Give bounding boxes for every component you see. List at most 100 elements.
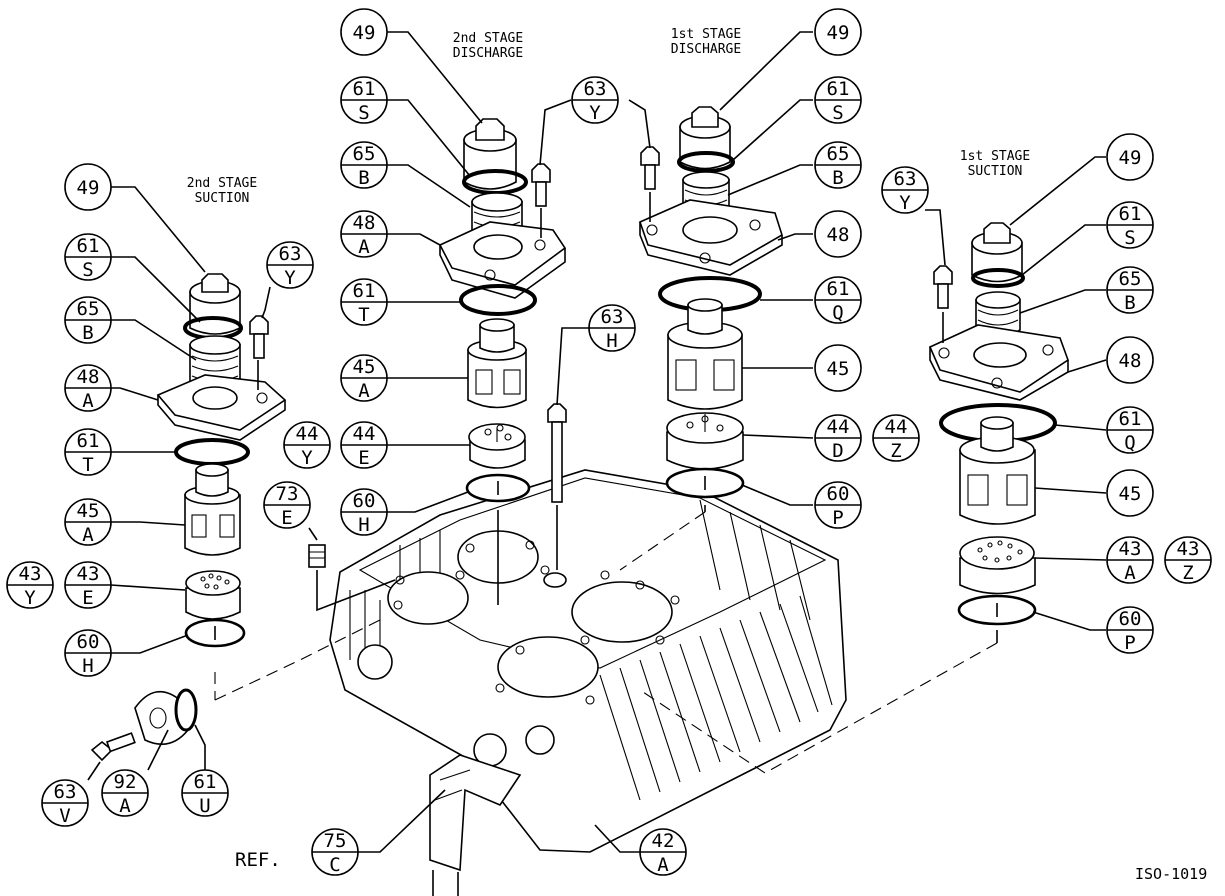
callout-letter: Y [589, 102, 601, 124]
callout-number: 60 [1119, 608, 1142, 630]
callout-number: 65 [827, 143, 850, 165]
callout-letter: B [832, 167, 843, 189]
callout-number: 75 [324, 830, 347, 852]
callout-letter: Q [832, 302, 843, 324]
callout-number: 61 [353, 280, 376, 302]
callout-number: 61 [194, 771, 217, 793]
stack-2nd-discharge [438, 118, 567, 605]
callout-number: 49 [1119, 147, 1142, 169]
callout-number: 44 [296, 423, 319, 445]
callout-65b-b: 65B [340, 141, 388, 189]
bolt-63y-mid [531, 163, 551, 238]
callout-number: 65 [353, 143, 376, 165]
callout-45-c: 45 [814, 344, 862, 392]
callout-letter: D [832, 440, 843, 462]
stack-1st-suction [639, 222, 1069, 774]
callout-number: 44 [885, 416, 908, 438]
callout-number: 43 [1177, 538, 1200, 560]
callout-letter: Y [24, 587, 36, 609]
callout-circle [814, 210, 862, 258]
callout-60h-a: 60H [64, 629, 112, 677]
callout-number: 43 [1119, 538, 1142, 560]
lbl-2nd-discharge-line-1: 2nd STAGE [453, 31, 523, 46]
callout-letter: Q [1124, 432, 1135, 454]
callout-number: 92 [114, 771, 137, 793]
lbl-2nd-suction-line-2: SUCTION [195, 191, 250, 206]
callout-61t-a: 61T [64, 428, 112, 476]
callout-letter: A [1124, 562, 1136, 584]
callout-number: 48 [353, 212, 376, 234]
callout-61s-a: 61S [64, 233, 112, 281]
callout-circle [1106, 336, 1154, 384]
callout-number: 48 [77, 366, 100, 388]
side-fitting [90, 688, 198, 762]
callout-65b-d: 65B [1106, 266, 1154, 314]
cylinder-head [329, 469, 847, 853]
callout-number: 63 [601, 306, 624, 328]
callout-42a: 42A [639, 828, 687, 876]
drawing-id: ISO-1019 [1135, 865, 1207, 883]
callout-number: 61 [827, 278, 850, 300]
callout-number: 45 [827, 358, 850, 380]
callout-48a-b: 48A [340, 210, 388, 258]
callout-92a: 92A [101, 769, 149, 817]
callout-49-a: 49 [64, 163, 112, 211]
callout-number: 63 [54, 781, 77, 803]
section-labels: 2nd STAGE SUCTION 2nd STAGE DISCHARGE 1s… [187, 27, 1207, 883]
callout-number: 73 [276, 483, 299, 505]
callout-letter: S [1124, 227, 1135, 249]
callout-number: 48 [1119, 350, 1142, 372]
callout-63y-a: 63Y [266, 241, 314, 289]
callout-letter: B [1124, 292, 1135, 314]
callout-60p-d: 60P [1106, 606, 1154, 654]
callout-circle [1106, 133, 1154, 181]
callout-letter: Y [284, 267, 296, 289]
callout-43a: 43A [1106, 536, 1154, 584]
callout-number: 61 [77, 430, 100, 452]
callout-63y-b: 63Y [571, 76, 619, 124]
callout-45a-b: 45A [340, 354, 388, 402]
ref-label: REF. [235, 849, 281, 871]
callout-49-c: 49 [814, 8, 862, 56]
callout-number: 42 [652, 830, 675, 852]
callout-letter: H [82, 655, 93, 677]
callout-number: 63 [279, 243, 302, 265]
callout-letter: T [82, 454, 93, 476]
callout-73e: 73E [263, 481, 311, 529]
callout-letter: V [59, 805, 70, 827]
callout-number: 65 [77, 298, 100, 320]
lbl-1st-suction-line-2: SUCTION [968, 164, 1023, 179]
callout-number: 49 [77, 177, 100, 199]
callout-number: 61 [353, 78, 376, 100]
callout-44e: 44E [340, 421, 388, 469]
callout-letter: U [199, 795, 210, 817]
callout-63h: 63H [588, 304, 636, 352]
callout-number: 63 [584, 78, 607, 100]
callout-61s-c: 61S [814, 76, 862, 124]
callout-letter: H [606, 330, 617, 352]
callout-number: 61 [77, 235, 100, 257]
lbl-1st-discharge-line-1: 1st STAGE [671, 27, 741, 42]
callout-number: 63 [894, 168, 917, 190]
callout-letter: P [832, 507, 843, 529]
callout-61t-b: 61T [340, 278, 388, 326]
callout-43e: 43E [64, 561, 112, 609]
callout-44y: 44Y [283, 421, 331, 469]
callout-letter: H [358, 514, 369, 536]
callout-letter: C [329, 854, 340, 876]
callout-letter: S [358, 102, 369, 124]
callout-letter: A [119, 795, 131, 817]
callout-circle [814, 344, 862, 392]
callout-number: 43 [77, 563, 100, 585]
callout-48a-a: 48A [64, 364, 112, 412]
callout-number: 65 [1119, 268, 1142, 290]
callout-number: 43 [19, 563, 42, 585]
callout-number: 49 [353, 22, 376, 44]
callout-number: 45 [1119, 483, 1142, 505]
callout-number: 45 [77, 500, 100, 522]
callout-61s-b: 61S [340, 76, 388, 124]
callout-letter: S [82, 259, 93, 281]
callout-letter: P [1124, 632, 1135, 654]
